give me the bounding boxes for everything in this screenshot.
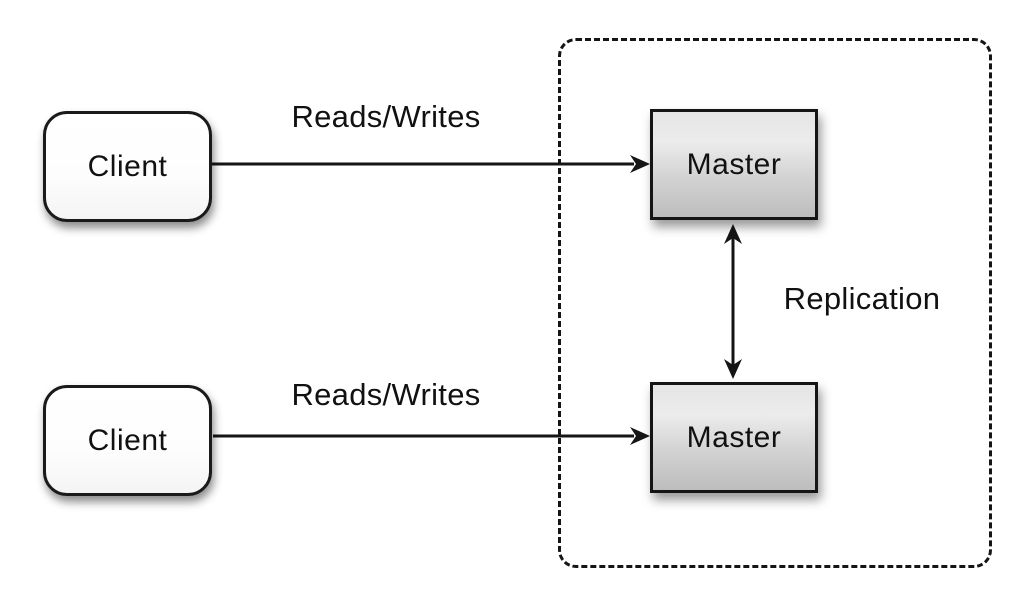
master-group-dashed-box [558,38,992,568]
edge-label-replication: Replication [783,281,941,316]
node-master-bottom: Master [650,382,818,493]
node-master-bottom-label: Master [686,420,782,454]
node-master-top-label: Master [686,147,782,181]
node-client-bottom-label: Client [87,423,168,457]
node-client-bottom: Client [43,385,212,496]
node-client-top-label: Client [87,149,168,183]
edge-label-reads-writes-bottom: Reads/Writes [291,377,481,412]
edge-label-reads-writes-top: Reads/Writes [291,99,481,134]
node-client-top: Client [43,111,212,222]
node-master-top: Master [650,109,818,220]
